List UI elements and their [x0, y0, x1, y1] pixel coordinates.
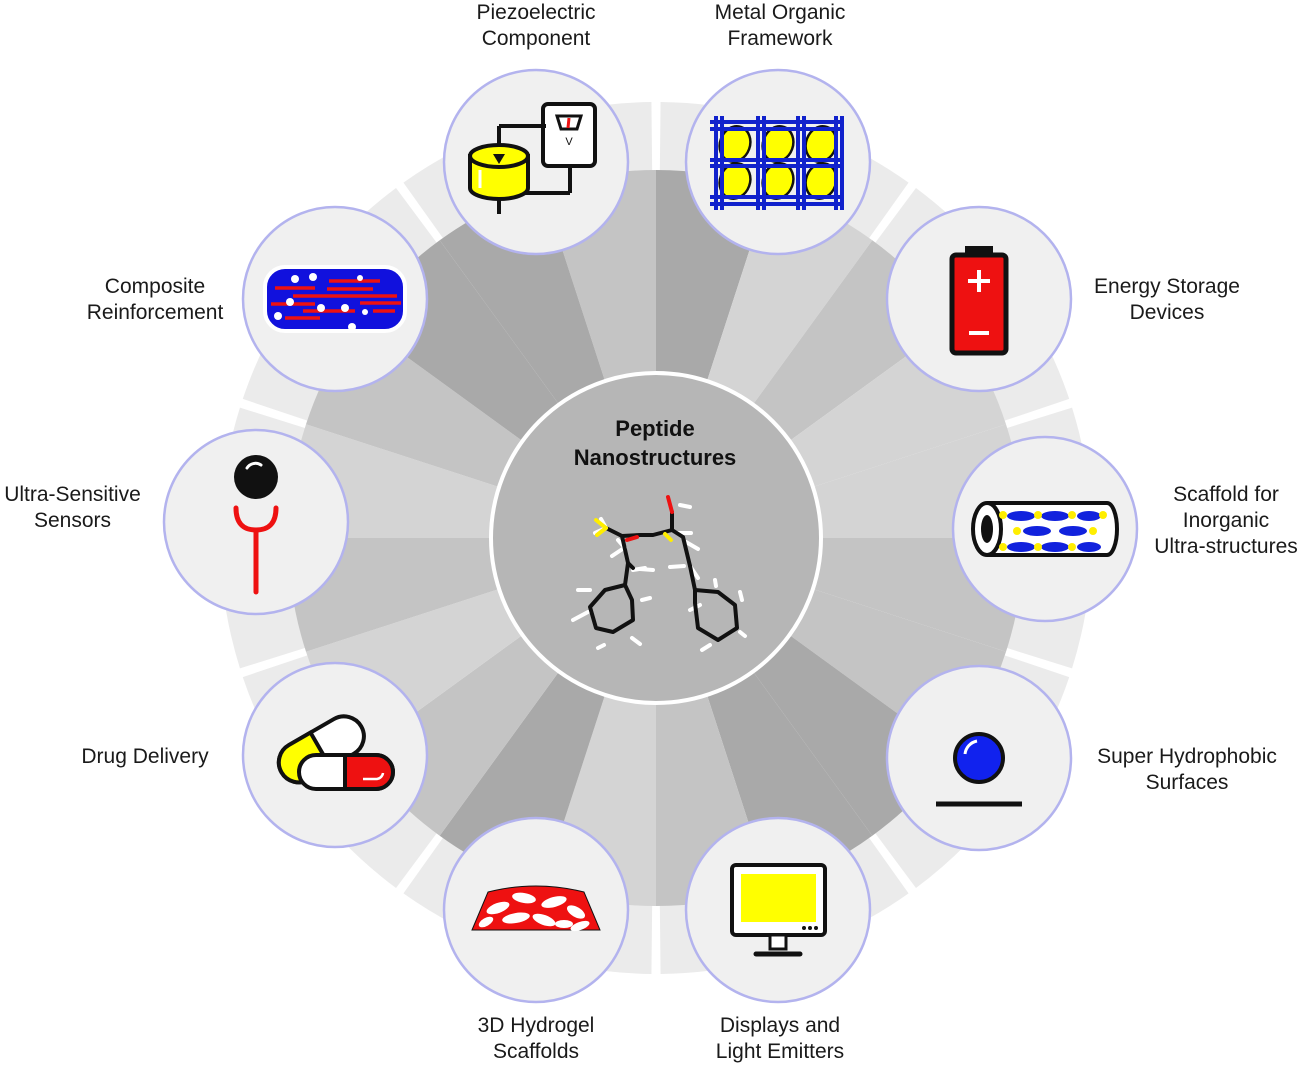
label-mof: Metal Organic Framework [690, 0, 870, 52]
application-circles [162, 68, 1139, 1004]
label-line: Light Emitters [715, 1040, 845, 1063]
label-scaffold-inorganic: Scaffold for Inorganic Ultra-structures [1147, 482, 1305, 560]
label-line: 3D Hydrogel [477, 1014, 595, 1037]
label-composite: Composite Reinforcement [80, 274, 230, 326]
label-hydrophobic: Super Hydrophobic Surfaces [1082, 744, 1292, 796]
app-circle-sensors [162, 428, 350, 616]
center-title: Peptide Nanostructures [555, 414, 755, 472]
framework-lattice-icon [710, 116, 844, 210]
fiber-composite-icon [263, 265, 407, 333]
label-line: Piezoelectric [476, 1, 596, 24]
label-line: Scaffold for [1173, 483, 1279, 506]
label-displays: Displays and Light Emitters [700, 1013, 860, 1065]
label-line: Sensors [33, 509, 112, 532]
label-hydrogel: 3D Hydrogel Scaffolds [456, 1013, 616, 1065]
label-line: Surfaces [1145, 771, 1229, 794]
label-line: Displays and [719, 1014, 841, 1037]
label-line: Super Hydrophobic [1097, 745, 1277, 768]
label-line: Inorganic [1182, 509, 1270, 532]
label-line: Scaffolds [493, 1040, 579, 1063]
tube-scaffold-icon [971, 501, 1119, 557]
center-title-line-2: Nanostructures [573, 445, 737, 470]
label-line: Framework [727, 27, 833, 50]
capsules-icon [276, 714, 395, 791]
label-drug-delivery: Drug Delivery [65, 744, 225, 770]
label-line: Drug Delivery [81, 745, 209, 768]
label-line: Reinforcement [86, 301, 224, 324]
label-line: Metal Organic [714, 1, 846, 24]
battery-icon [949, 246, 1009, 356]
hydrogel-icon [471, 885, 601, 932]
piezo-voltmeter-icon: V [468, 102, 597, 214]
droplet-on-surface-icon [936, 732, 1022, 807]
label-line: Component [481, 27, 591, 50]
center-title-line-1: Peptide [615, 416, 695, 441]
peptide-molecule-icon [571, 495, 747, 652]
label-line: Composite [104, 275, 206, 298]
label-sensors: Ultra-Sensitive Sensors [0, 482, 145, 534]
label-energy-storage: Energy Storage Devices [1082, 274, 1252, 326]
label-line: Devices [1129, 301, 1205, 324]
antibody-sensor-icon [233, 455, 279, 595]
label-line: Ultra-structures [1154, 535, 1298, 558]
svg-text:V: V [565, 136, 573, 148]
label-line: Ultra-Sensitive [4, 483, 141, 506]
monitor-icon [730, 863, 827, 957]
label-piezoelectric: Piezoelectric Component [451, 0, 621, 52]
label-line: Energy Storage [1094, 275, 1240, 298]
